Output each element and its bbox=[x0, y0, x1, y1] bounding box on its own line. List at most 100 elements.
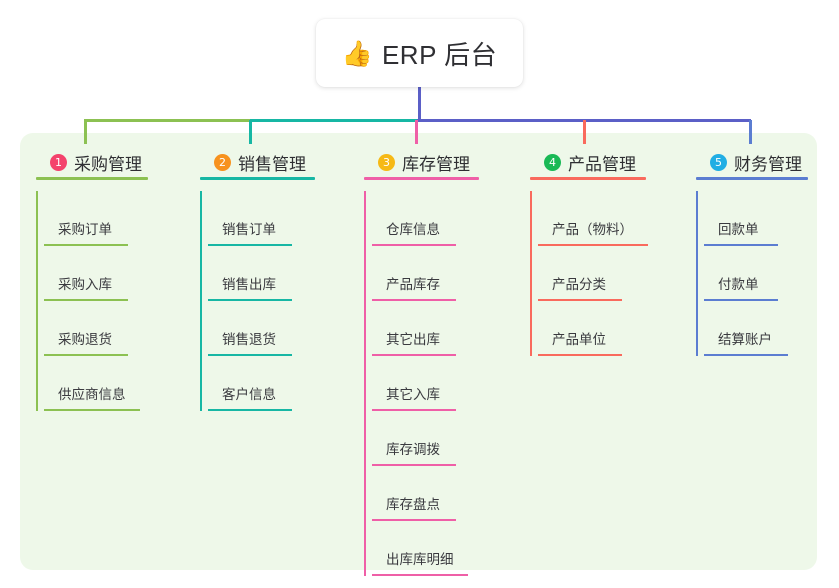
menu-item-underline bbox=[44, 354, 128, 356]
menu-item-label: 采购订单 bbox=[58, 222, 112, 237]
items-spine-line bbox=[530, 191, 532, 356]
category-underline bbox=[364, 177, 479, 180]
menu-item-label: 销售订单 bbox=[222, 222, 276, 237]
category-title: 采购管理 bbox=[74, 154, 142, 174]
menu-item[interactable]: 销售出库 bbox=[200, 246, 350, 301]
category-column-3: 3 库存管理仓库信息产品库存其它出库其它入库库存调拨库存盘点出库库明细 bbox=[364, 145, 524, 576]
category-header-2[interactable]: 2 销售管理 bbox=[200, 145, 350, 180]
menu-item-label: 付款单 bbox=[718, 277, 759, 292]
category-items-1: 采购订单采购入库采购退货供应商信息 bbox=[36, 191, 186, 411]
category-title: 销售管理 bbox=[238, 154, 306, 174]
category-header-4[interactable]: 4 产品管理 bbox=[530, 145, 700, 180]
menu-item[interactable]: 产品库存 bbox=[364, 246, 524, 301]
category-underline bbox=[530, 177, 646, 180]
root-node-title: ERP 后台 bbox=[381, 39, 498, 70]
category-title: 库存管理 bbox=[402, 154, 470, 174]
menu-item[interactable]: 采购入库 bbox=[36, 246, 186, 301]
menu-item-underline bbox=[372, 244, 456, 246]
menu-item-underline bbox=[372, 299, 456, 301]
menu-item[interactable]: 产品（物料） bbox=[530, 191, 700, 246]
menu-item-label: 采购退货 bbox=[58, 332, 112, 347]
items-spine-line bbox=[364, 191, 366, 576]
menu-item-label: 产品库存 bbox=[386, 277, 440, 292]
menu-item-underline bbox=[208, 244, 292, 246]
category-title: 产品管理 bbox=[568, 154, 636, 174]
menu-item-label: 产品（物料） bbox=[552, 222, 633, 237]
menu-item-underline bbox=[538, 354, 622, 356]
category-items-4: 产品（物料） 产品分类产品单位 bbox=[530, 191, 700, 356]
menu-item-underline bbox=[704, 299, 778, 301]
category-header-5[interactable]: 5 财务管理 bbox=[696, 145, 839, 180]
category-number-badge: 4 bbox=[544, 153, 561, 171]
menu-item-label: 产品单位 bbox=[552, 332, 606, 347]
menu-item[interactable]: 采购订单 bbox=[36, 191, 186, 246]
menu-item-underline bbox=[44, 244, 128, 246]
category-items-2: 销售订单销售出库销售退货客户信息 bbox=[200, 191, 350, 411]
menu-item[interactable]: 产品单位 bbox=[530, 301, 700, 356]
menu-item-underline bbox=[372, 519, 456, 521]
menu-item[interactable]: 销售退货 bbox=[200, 301, 350, 356]
menu-item-label: 销售出库 bbox=[222, 277, 276, 292]
items-spine-line bbox=[200, 191, 202, 411]
menu-item-underline bbox=[372, 574, 468, 576]
category-number-badge: 2 bbox=[214, 153, 231, 171]
menu-item[interactable]: 回款单 bbox=[696, 191, 839, 246]
menu-item[interactable]: 库存盘点 bbox=[364, 466, 524, 521]
menu-item-label: 回款单 bbox=[718, 222, 759, 237]
menu-item[interactable]: 库存调拨 bbox=[364, 411, 524, 466]
menu-item-label: 客户信息 bbox=[222, 387, 276, 402]
category-column-4: 4 产品管理产品（物料） 产品分类产品单位 bbox=[530, 145, 700, 356]
menu-item[interactable]: 销售订单 bbox=[200, 191, 350, 246]
menu-item-underline bbox=[372, 409, 456, 411]
menu-item[interactable]: 产品分类 bbox=[530, 246, 700, 301]
menu-item[interactable]: 出库库明细 bbox=[364, 521, 524, 576]
menu-item-underline bbox=[44, 299, 128, 301]
category-items-3: 仓库信息产品库存其它出库其它入库库存调拨库存盘点出库库明细 bbox=[364, 191, 524, 576]
diagram-panel bbox=[20, 133, 817, 570]
menu-item-underline bbox=[538, 299, 622, 301]
menu-item-label: 库存调拨 bbox=[386, 442, 440, 457]
menu-item[interactable]: 其它出库 bbox=[364, 301, 524, 356]
category-column-1: 1 采购管理采购订单采购入库采购退货供应商信息 bbox=[36, 145, 186, 411]
category-column-2: 2 销售管理销售订单销售出库销售退货客户信息 bbox=[200, 145, 350, 411]
menu-item[interactable]: 仓库信息 bbox=[364, 191, 524, 246]
menu-item-underline bbox=[208, 299, 292, 301]
menu-item[interactable]: 其它入库 bbox=[364, 356, 524, 411]
menu-item[interactable]: 客户信息 bbox=[200, 356, 350, 411]
menu-item-label: 其它入库 bbox=[386, 387, 440, 402]
category-number-badge: 5 bbox=[710, 153, 727, 171]
category-underline bbox=[200, 177, 315, 180]
menu-item-underline bbox=[704, 354, 788, 356]
menu-item-label: 结算账户 bbox=[718, 332, 772, 347]
items-spine-line bbox=[696, 191, 698, 356]
items-spine-line bbox=[36, 191, 38, 411]
thumbs-up-icon: 👍 bbox=[341, 39, 373, 68]
menu-item-label: 库存盘点 bbox=[386, 497, 440, 512]
category-items-5: 回款单付款单结算账户 bbox=[696, 191, 839, 356]
menu-item-underline bbox=[538, 244, 648, 246]
menu-item-underline bbox=[704, 244, 778, 246]
menu-item-label: 采购入库 bbox=[58, 277, 112, 292]
menu-item-underline bbox=[372, 354, 456, 356]
menu-item-label: 销售退货 bbox=[222, 332, 276, 347]
menu-item[interactable]: 付款单 bbox=[696, 246, 839, 301]
menu-item-underline bbox=[44, 409, 140, 411]
category-header-3[interactable]: 3 库存管理 bbox=[364, 145, 524, 180]
menu-item-label: 仓库信息 bbox=[386, 222, 440, 237]
menu-item[interactable]: 采购退货 bbox=[36, 301, 186, 356]
menu-item-label: 其它出库 bbox=[386, 332, 440, 347]
menu-item[interactable]: 供应商信息 bbox=[36, 356, 186, 411]
menu-item-underline bbox=[208, 409, 292, 411]
category-column-5: 5 财务管理回款单付款单结算账户 bbox=[696, 145, 839, 356]
menu-item-underline bbox=[372, 464, 456, 466]
category-title: 财务管理 bbox=[734, 154, 802, 174]
root-node[interactable]: 👍 ERP 后台 bbox=[316, 19, 523, 87]
category-header-1[interactable]: 1 采购管理 bbox=[36, 145, 186, 180]
category-number-badge: 3 bbox=[378, 153, 395, 171]
menu-item-label: 供应商信息 bbox=[58, 387, 126, 402]
menu-item-label: 出库库明细 bbox=[386, 552, 454, 567]
category-number-badge: 1 bbox=[50, 153, 67, 171]
category-underline bbox=[36, 177, 148, 180]
menu-item[interactable]: 结算账户 bbox=[696, 301, 839, 356]
